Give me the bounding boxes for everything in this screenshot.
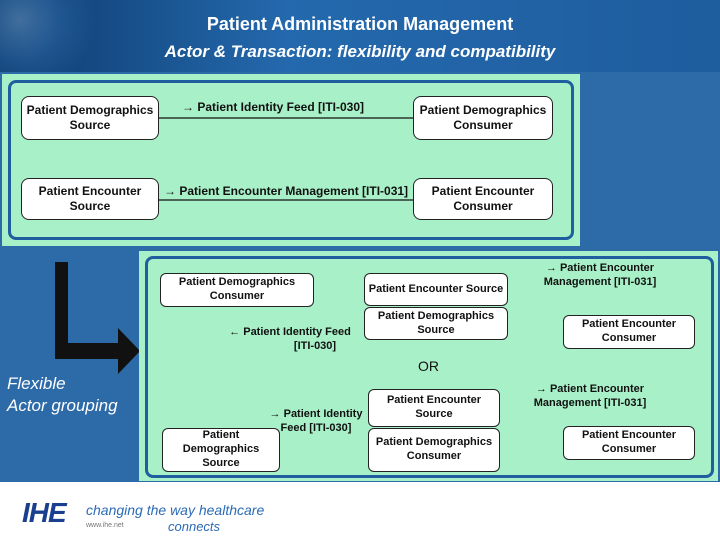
opt1-pd-source-label: Patient Demographics Source <box>377 309 495 336</box>
flexible-label-line1: Flexible <box>7 374 66 393</box>
opt1-feed-label-line1: ← Patient Identity Feed <box>229 326 351 338</box>
opt1-pd-consumer-box: Patient Demographics Consumer <box>160 273 314 307</box>
pd-source-label: Patient Demographics Source <box>26 103 154 132</box>
opt2-feed-label: → Patient Identity Feed [ITI-030] <box>262 407 370 436</box>
or-label: OR <box>418 358 439 374</box>
opt2-feed-label-line2: Feed [ITI-030] <box>280 422 352 435</box>
pd-consumer-box: Patient Demographics Consumer <box>413 96 553 140</box>
opt1-pe-consumer-box: Patient Encounter Consumer <box>563 315 695 349</box>
flexible-grouping-label: Flexible Actor grouping <box>7 373 147 417</box>
opt2-mgmt-label-line1: → Patient Encounter <box>535 383 645 395</box>
footer-bar <box>0 482 720 540</box>
opt1-pe-source-box: Patient Encounter Source <box>364 273 508 306</box>
opt2-pd-consumer-box: Patient Demographics Consumer <box>368 428 500 472</box>
tagline-connects: connects <box>168 519 221 534</box>
opt1-pe-source-label: Patient Encounter Source <box>368 282 504 295</box>
opt2-feed-label-line1: → Patient Identity <box>269 408 363 420</box>
globe-graphic <box>0 0 130 72</box>
pe-source-box: Patient Encounter Source <box>21 178 159 220</box>
opt1-mgmt-label-line1: → Patient Encounter <box>545 262 655 274</box>
page-title: Patient Administration Management <box>206 14 514 34</box>
pe-source-label: Patient Encounter Source <box>38 184 142 213</box>
patient-identity-feed-label: → Patient Identity Feed [ITI-030] <box>182 100 365 114</box>
opt2-pd-source-box: Patient Demographics Source <box>162 428 280 472</box>
opt1-pe-consumer-label: Patient Encounter Consumer <box>581 318 677 344</box>
opt2-mgmt-label: → Patient Encounter Management [ITI-031] <box>510 382 670 411</box>
opt2-pe-source-label: Patient Encounter Source <box>386 394 482 420</box>
opt1-mgmt-label-line2: Management [ITI-031] <box>543 276 657 289</box>
opt1-feed-label: ← Patient Identity Feed [ITI-030] <box>220 325 360 354</box>
grouping-arrow-icon <box>55 262 140 374</box>
opt2-pd-consumer-label: Patient Demographics Consumer <box>375 436 493 462</box>
pd-source-box: Patient Demographics Source <box>21 96 159 140</box>
patient-encounter-mgmt-label: → Patient Encounter Management [ITI-031] <box>164 184 409 198</box>
opt1-pd-source-box: Patient Demographics Source <box>364 307 508 340</box>
website-url: www.ihe.net <box>86 522 124 529</box>
pe-consumer-label: Patient Encounter Consumer <box>431 184 535 213</box>
opt2-pe-consumer-box: Patient Encounter Consumer <box>563 426 695 460</box>
opt1-pd-consumer-label: Patient Demographics Consumer <box>178 276 296 302</box>
opt1-mgmt-label: → Patient Encounter Management [ITI-031] <box>520 261 680 290</box>
flexible-label-line2: Actor grouping <box>7 396 118 416</box>
pe-consumer-box: Patient Encounter Consumer <box>413 178 553 220</box>
opt1-feed-label-line2: [ITI-030] <box>293 340 337 353</box>
header-bar: Patient Administration Management Actor … <box>0 0 720 72</box>
opt2-pe-source-box: Patient Encounter Source <box>368 389 500 427</box>
tagline-text: changing the way healthcare <box>86 502 265 518</box>
pd-consumer-label: Patient Demographics Consumer <box>419 103 547 132</box>
page-subtitle: Actor & Transaction: flexibility and com… <box>164 42 556 61</box>
opt2-pd-source-label: Patient Demographics Source <box>182 429 260 469</box>
opt2-pe-consumer-label: Patient Encounter Consumer <box>581 429 677 455</box>
ihe-logo: IHE <box>22 497 67 528</box>
opt2-mgmt-label-line2: Management [ITI-031] <box>533 397 647 410</box>
